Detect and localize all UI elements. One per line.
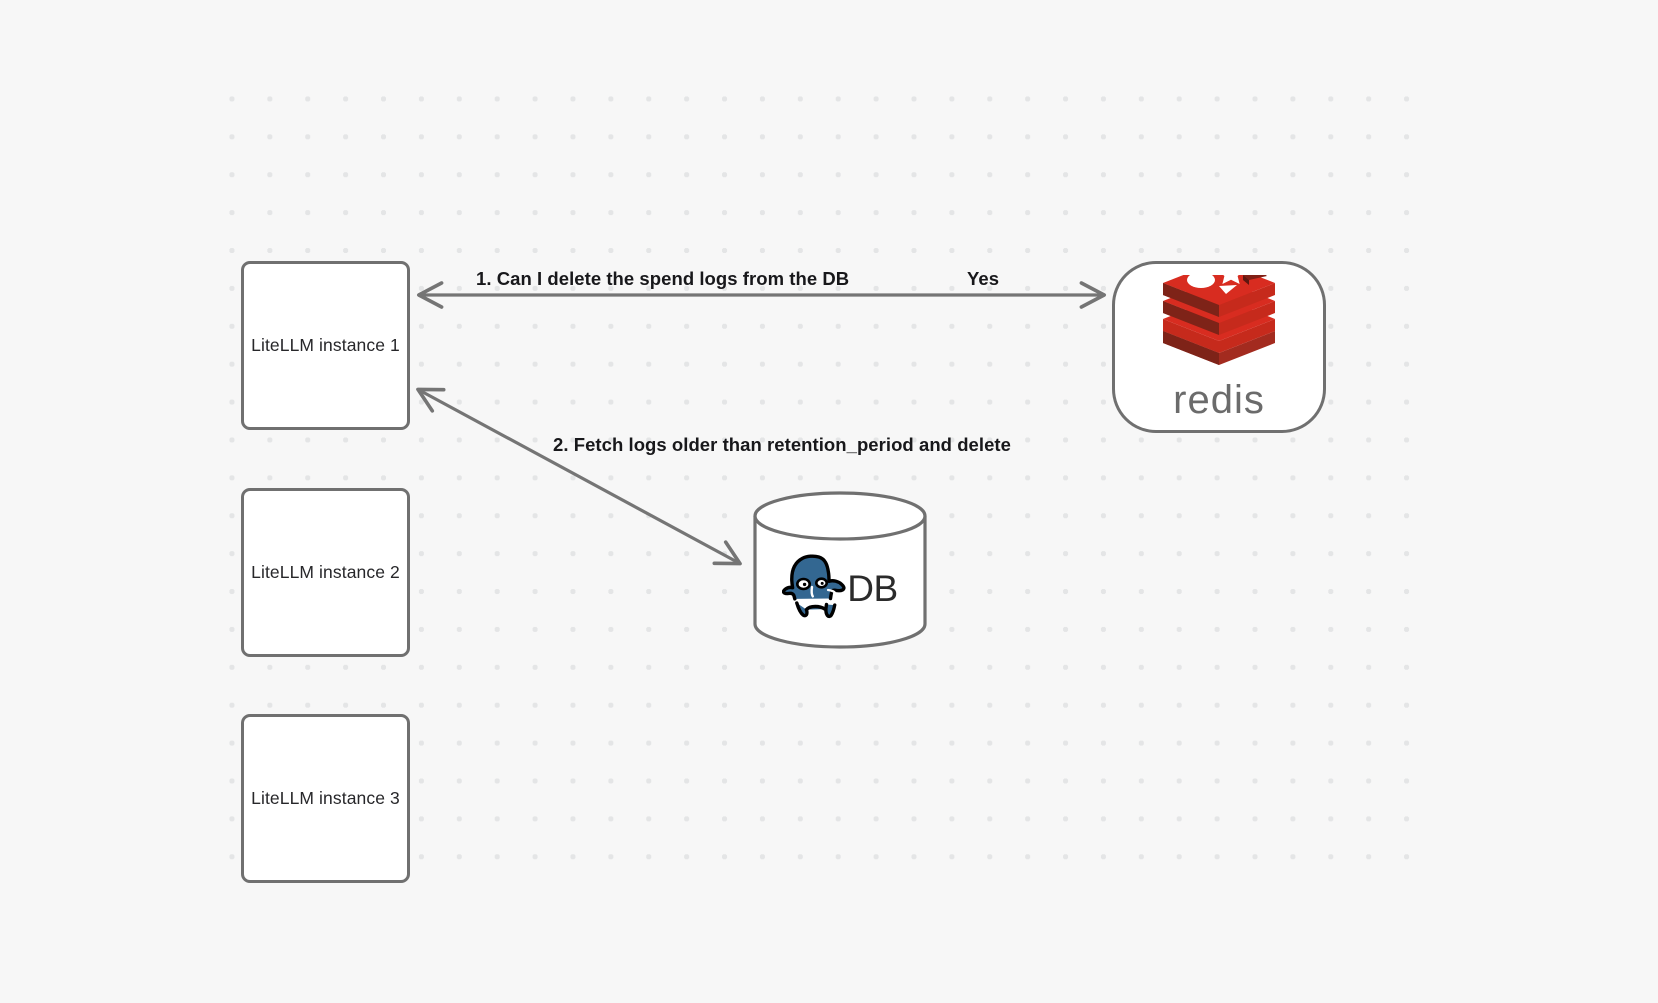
edge-litellm1-db[interactable] bbox=[416, 387, 742, 566]
edge-label-request-redis: 1. Can I delete the spend logs from the … bbox=[476, 268, 850, 289]
node-litellm-instance-1[interactable]: LiteLLM instance 1 bbox=[241, 261, 410, 430]
node-litellm-instance-2[interactable]: LiteLLM instance 2 bbox=[241, 488, 410, 657]
redis-wordmark: redis bbox=[1173, 378, 1265, 422]
redis-logo-icon bbox=[1157, 275, 1281, 385]
node-label: LiteLLM instance 1 bbox=[251, 335, 400, 355]
node-redis[interactable]: redis bbox=[1112, 261, 1326, 433]
edge-line-db bbox=[416, 387, 742, 566]
node-litellm-instance-3[interactable]: LiteLLM instance 3 bbox=[241, 714, 410, 883]
node-database[interactable]: DB bbox=[752, 490, 928, 650]
postgresql-elephant-icon bbox=[782, 553, 846, 625]
node-label: LiteLLM instance 2 bbox=[251, 562, 400, 582]
edge-label-response-redis: Yes bbox=[967, 268, 1000, 289]
node-label: LiteLLM instance 3 bbox=[251, 788, 400, 808]
edge-label-db: 2. Fetch logs older than retention_perio… bbox=[553, 434, 1011, 455]
database-label: DB bbox=[847, 568, 898, 609]
